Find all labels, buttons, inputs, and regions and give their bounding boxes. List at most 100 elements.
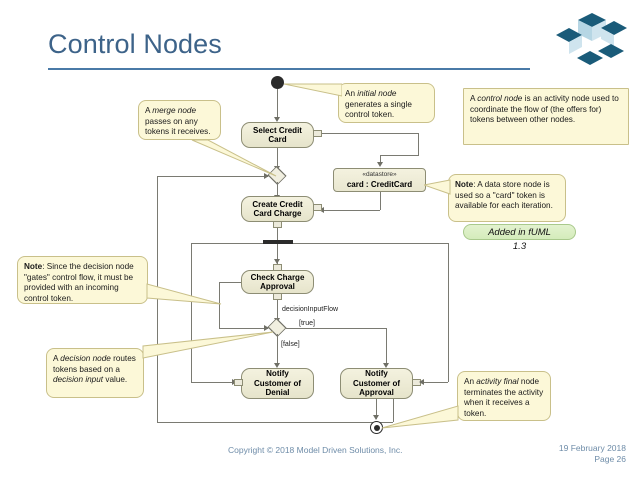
callout-text-post: generates a single control token. [345, 99, 412, 120]
flow-fork-right-rail-h [293, 243, 448, 244]
input-pin-create-charge [313, 204, 322, 211]
action-notify-customer-denial: Notify Customer of Denial [241, 368, 314, 399]
flow-loopback-rail-h [157, 422, 393, 423]
footer-copyright: Copyright © 2018 Model Driven Solutions,… [228, 445, 403, 455]
callout-tail-decision [142, 331, 274, 359]
callout-text-pre: A [145, 106, 153, 115]
callout-decision-note: Note: Since the decision node "gates" co… [17, 256, 148, 304]
arrowhead-left [419, 379, 424, 385]
action-label-line2: Card [268, 135, 287, 144]
action-label-line1: Create Credit [252, 199, 303, 209]
callout-text-em2: decision input [53, 375, 104, 384]
flow-initial-to-select [277, 89, 278, 120]
callout-text-pre: An [464, 377, 477, 386]
footer-date: 19 February 2018 [558, 443, 626, 453]
page-title: Control Nodes [48, 29, 222, 59]
footer-date-page: 19 February 2018 Page 26 [559, 443, 626, 465]
callout-note-label: Note [455, 180, 474, 189]
title-underline [48, 68, 530, 70]
callout-text-post: is an activity node used to coordinate t… [470, 94, 619, 124]
arrowhead-down [274, 363, 280, 368]
callout-text-pre: A [53, 354, 61, 363]
callout-data-store-note: Note: A data store node is used so a "ca… [448, 174, 566, 222]
initial-node [271, 76, 284, 89]
output-pin-check-approval [273, 293, 282, 300]
arrowhead-down [373, 415, 379, 420]
callout-control-node: A control node is an activity node used … [463, 88, 629, 145]
datastore-name: card : CreditCard [346, 180, 413, 189]
callout-text-em1: decision node [60, 354, 111, 363]
datastore-stereotype: «datastore» [362, 171, 397, 178]
callout-text-em: control node [477, 94, 523, 103]
activity-final-core [373, 424, 380, 431]
callout-text-em: activity final [476, 377, 519, 386]
flow-into-notify-approval [424, 382, 448, 383]
output-pin-create-charge [273, 221, 282, 228]
arrowhead-down [377, 162, 383, 167]
edge-label-false: [false] [281, 341, 300, 348]
callout-merge-node: A merge node passes on any tokens it rec… [138, 100, 221, 140]
action-label-line2: Card Charge [253, 209, 302, 218]
action-create-credit-card-charge: Create Credit Card Charge [241, 196, 314, 222]
action-label-line1: Notify [365, 369, 388, 379]
flow-select-to-merge [277, 148, 278, 170]
action-notify-customer-approval: Notify Customer of Approval [340, 368, 413, 399]
flow-true-h [286, 328, 386, 329]
flow-datastore-down [380, 192, 381, 210]
callout-tail-datastore [424, 179, 451, 195]
edge-label-true: [true] [299, 320, 315, 327]
arrowhead-down [383, 363, 389, 368]
callout-text-post: node terminates the activity when it rec… [464, 377, 544, 418]
action-label-line2: Approval [260, 282, 295, 291]
flow-fork-to-check [277, 244, 278, 264]
action-label-line1: Check Charge [250, 272, 305, 282]
flow-charge-to-fork [277, 228, 278, 240]
flow-card-to-datastore-h [322, 133, 418, 134]
flow-fork-left-rail-h [191, 243, 263, 244]
flow-card-to-datastore-v [418, 133, 419, 155]
action-label-line3: Denial [265, 388, 290, 398]
callout-text-mid: routes tokens based on a [53, 354, 136, 374]
arrowhead-right [264, 173, 269, 179]
flow-false-v [277, 334, 278, 366]
flow-card-to-datastore-h2 [380, 155, 419, 156]
fork-node [263, 240, 293, 244]
footer-page-number: Page 26 [594, 454, 626, 464]
callout-initial-node: An initial node generates a single contr… [338, 83, 435, 123]
callout-text-em: initial node [357, 89, 397, 98]
action-label-line3: Approval [359, 388, 394, 398]
action-label-line1: Notify [266, 369, 289, 379]
callout-decision-node: A decision node routes tokens based on a… [46, 348, 144, 398]
callout-text-post: value. [103, 375, 128, 384]
action-label-line2: Customer of [352, 378, 401, 388]
callout-text-em: merge node [152, 106, 196, 115]
action-label-line1: Select Credit [253, 125, 302, 135]
flow-datastore-to-charge [322, 210, 380, 211]
flow-check-left-out [219, 282, 241, 283]
callout-tail-merge [191, 139, 277, 177]
callout-text-pre: A [470, 94, 478, 103]
badge-added-in-fuml: Added in fUML [463, 224, 576, 240]
arrowhead-down [274, 259, 280, 264]
flow-true-v [386, 328, 387, 366]
callout-activity-final: An activity final node terminates the ac… [457, 371, 551, 421]
flow-into-decision-v [219, 282, 220, 328]
flow-loopback-to-merge [157, 176, 268, 177]
action-check-charge-approval: Check Charge Approval [241, 270, 314, 294]
flow-into-datastore [380, 155, 381, 164]
action-label-line2: Customer of [253, 378, 302, 388]
output-pin-select-card [313, 130, 322, 137]
callout-note-label: Note [24, 262, 43, 271]
flow-fork-right-rail-v [448, 243, 449, 382]
flow-into-decision-h [219, 328, 268, 329]
flow-merge-to-charge [277, 182, 278, 199]
flow-decision-input [277, 300, 278, 322]
callout-tail-activity-final [381, 405, 459, 429]
flow-fork-left-rail-v [191, 243, 192, 382]
flow-approval-to-final [376, 399, 377, 419]
arrowhead-right [264, 325, 269, 331]
edge-label-decision-input-flow: decisionInputFlow [282, 306, 339, 313]
callout-tail-decision-note [146, 283, 222, 305]
